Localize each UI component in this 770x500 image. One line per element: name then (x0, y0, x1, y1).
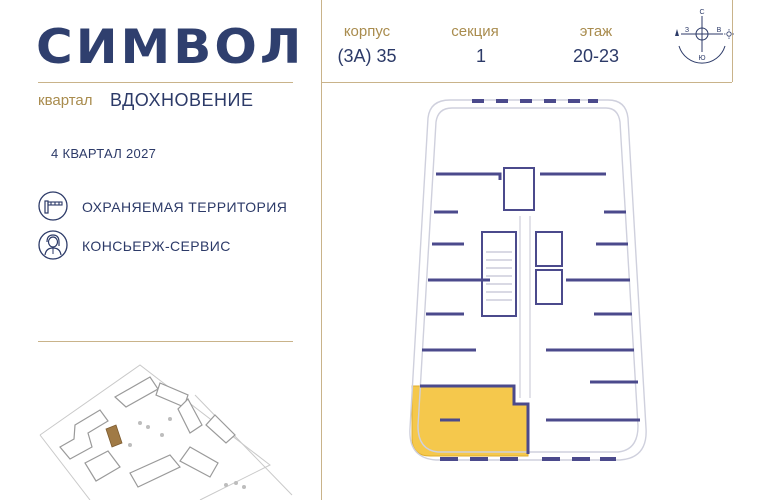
feature-concierge-label: КОНСЬЕРЖ-СЕРВИС (82, 238, 231, 254)
highlighted-apartment (411, 385, 529, 457)
feature-security-label: ОХРАНЯЕМАЯ ТЕРРИТОРИЯ (82, 199, 288, 215)
compass-west: З (685, 27, 689, 34)
korpus-label: корпус (343, 23, 391, 40)
section-value: 1 (475, 46, 486, 66)
compass-south: Ю (698, 55, 705, 62)
divider-header (322, 82, 732, 83)
compass-east: В (717, 27, 722, 34)
divider-under-logo (38, 82, 293, 83)
floor-plan (409, 99, 647, 461)
completion-date: 4 КВАРТАЛ 2027 (51, 146, 157, 161)
floor-value: 20-23 (572, 46, 620, 66)
divider-vertical-right (732, 0, 733, 82)
site-plan-map (39, 364, 293, 500)
compass-north: С (699, 9, 704, 16)
concierge-icon (38, 230, 68, 260)
quarter-name: ВДОХНОВЕНИЕ (110, 90, 254, 110)
section-label: секция (451, 23, 499, 40)
floor-label: этаж (579, 23, 613, 40)
korpus-value: (3А) 35 (337, 46, 397, 66)
compass-icon: С Ю З В (675, 9, 734, 64)
quarter-label: квартал (38, 92, 93, 109)
divider-left-mid (38, 341, 293, 342)
brand-logo: СИМВОЛ (36, 19, 305, 75)
divider-vertical-left (321, 0, 322, 500)
barrier-gate-icon (38, 191, 68, 221)
